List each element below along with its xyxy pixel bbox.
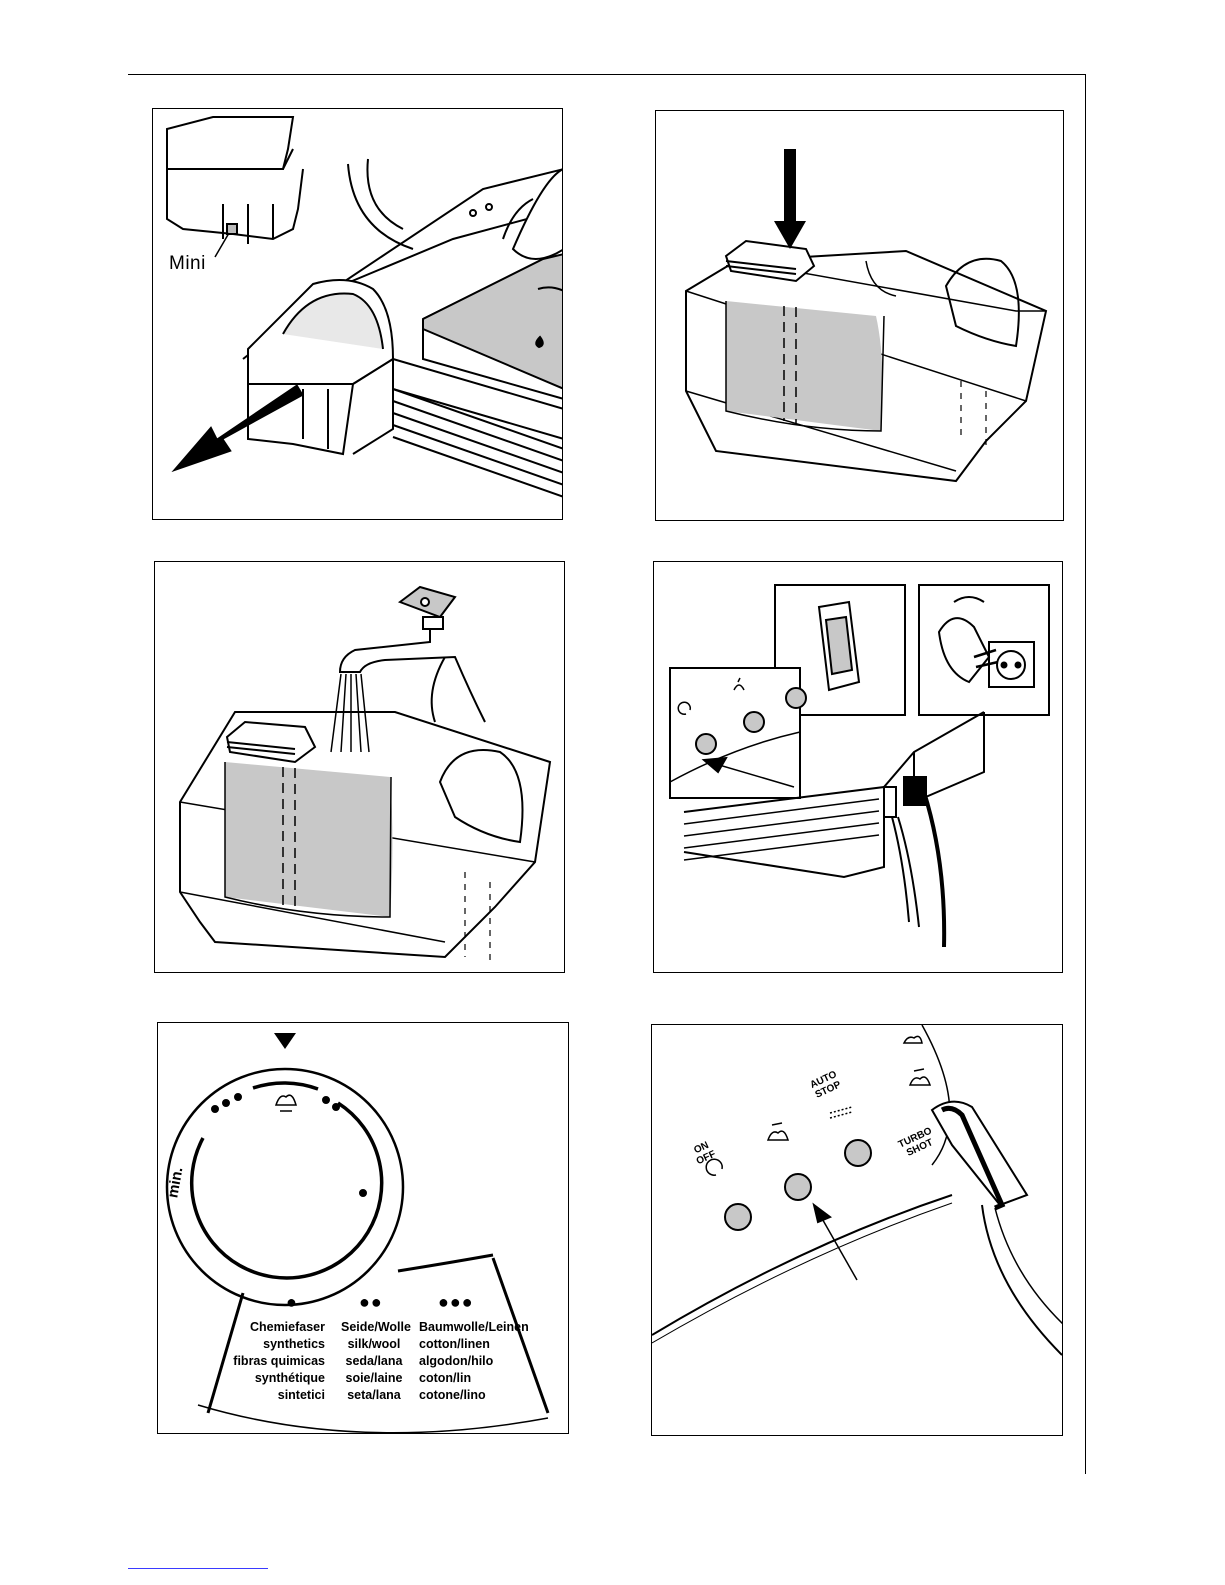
top-rule	[128, 74, 1086, 75]
fabric-line: sintetici	[233, 1387, 325, 1404]
figure-insert-filter	[655, 110, 1064, 521]
steam-button-icon	[785, 1174, 811, 1200]
fabric-line: synthetics	[233, 1336, 325, 1353]
fabric-line: seda/lana	[341, 1353, 407, 1370]
control-panel-illustration	[652, 1025, 1063, 1436]
figure-control-buttons: ON OFF AUTO STOP TURBO SHOT	[651, 1024, 1063, 1436]
figure-remove-tank: Mini	[152, 108, 563, 520]
press-down-arrow-icon	[774, 149, 806, 249]
mini-label: Mini	[169, 254, 206, 273]
indicator-arrow-icon	[820, 1215, 857, 1280]
remove-tank-illustration	[153, 109, 563, 520]
fabric-line: Seide/Wolle	[341, 1319, 407, 1336]
steam-symbol-icon	[904, 1036, 922, 1043]
dots-cotton-linen: ●●●	[438, 1293, 474, 1311]
steam-symbol-icon	[910, 1069, 930, 1085]
socket-icon	[989, 642, 1034, 687]
fabric-line: cotone/lino	[419, 1387, 529, 1404]
figure-fill-tank	[154, 561, 565, 973]
dial-pointer-icon	[274, 1033, 296, 1049]
pull-arrow-icon	[173, 385, 303, 471]
dots-silk-wool: ●●	[359, 1293, 383, 1311]
steam-symbol-icon	[276, 1095, 296, 1111]
fabric-col-synthetics: Chemiefaser synthetics fibras quimicas s…	[233, 1319, 325, 1404]
switch-plug-illustration	[654, 562, 1063, 973]
fabric-line: synthétique	[233, 1370, 325, 1387]
dots-synthetics: ●	[286, 1293, 298, 1311]
fabric-line: cotton/linen	[419, 1336, 529, 1353]
right-margin-rule	[1085, 74, 1086, 1474]
fabric-col-silk-wool: Seide/Wolle silk/wool seda/lana soie/lai…	[341, 1319, 407, 1404]
fill-tank-illustration	[155, 562, 565, 973]
fabric-col-cotton-linen: Baumwolle/Leinen cotton/linen algodon/hi…	[419, 1319, 529, 1404]
figure-switch-on	[653, 561, 1063, 973]
fabric-line: Baumwolle/Leinen	[419, 1319, 529, 1336]
fabric-line: silk/wool	[341, 1336, 407, 1353]
fabric-line: soie/laine	[341, 1370, 407, 1387]
steam-symbol-icon	[768, 1123, 788, 1140]
onoff-button-icon	[725, 1204, 751, 1230]
footer-link-line	[128, 1568, 268, 1569]
fabric-line: fibras quimicas	[233, 1353, 325, 1370]
figure-temperature-dial: min. ● ●● ●●● Chemiefaser synthetics fib…	[157, 1022, 569, 1434]
autostop-button-icon	[845, 1140, 871, 1166]
fabric-line: seta/lana	[341, 1387, 407, 1404]
tank-filter-illustration	[656, 111, 1064, 521]
fabric-line: Chemiefaser	[233, 1319, 325, 1336]
fabric-line: coton/lin	[419, 1370, 529, 1387]
fabric-line: algodon/hilo	[419, 1353, 529, 1370]
